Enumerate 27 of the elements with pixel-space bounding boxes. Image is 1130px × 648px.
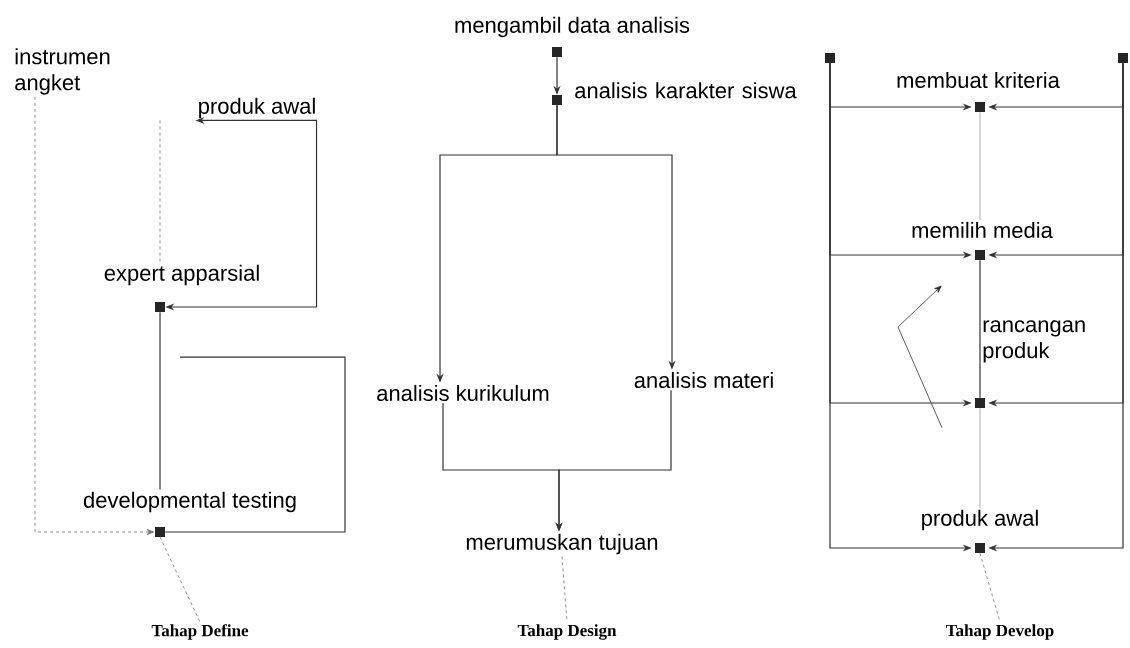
stage-label: Tahap Develop <box>946 624 1054 640</box>
step-label: developmental testing <box>83 491 296 513</box>
arrow <box>897 285 943 429</box>
step-label: analisis materi <box>634 371 773 389</box>
step-label: rancangan produk <box>983 320 1085 363</box>
step-label: memilih media <box>912 221 1053 239</box>
connector-line <box>159 311 161 491</box>
step-label: merumuskan tujuan <box>466 533 658 555</box>
arrow <box>34 96 155 535</box>
step-label: produk awal <box>199 97 315 119</box>
stage-label: Tahap Define <box>151 624 249 640</box>
connector-line <box>159 120 161 263</box>
step-label: analisis kurikulum <box>377 384 549 402</box>
marker-square <box>1118 53 1128 63</box>
stage-label: Tahap Design <box>517 624 617 640</box>
step-label: produk awal <box>922 509 1038 531</box>
connector-line <box>979 259 981 399</box>
marker-square <box>825 53 835 63</box>
connector-line <box>159 536 201 623</box>
step-label: analisis karakter siswa <box>575 82 797 99</box>
step-label: expert apparsial <box>104 264 259 286</box>
step-label: instrumen angket <box>15 48 110 95</box>
connector-line <box>979 407 981 508</box>
connector-line <box>164 356 346 533</box>
step-label: mengambil data analisis <box>455 16 690 38</box>
step-label: membuat kriteria <box>897 71 1060 89</box>
connector-line <box>979 111 981 221</box>
